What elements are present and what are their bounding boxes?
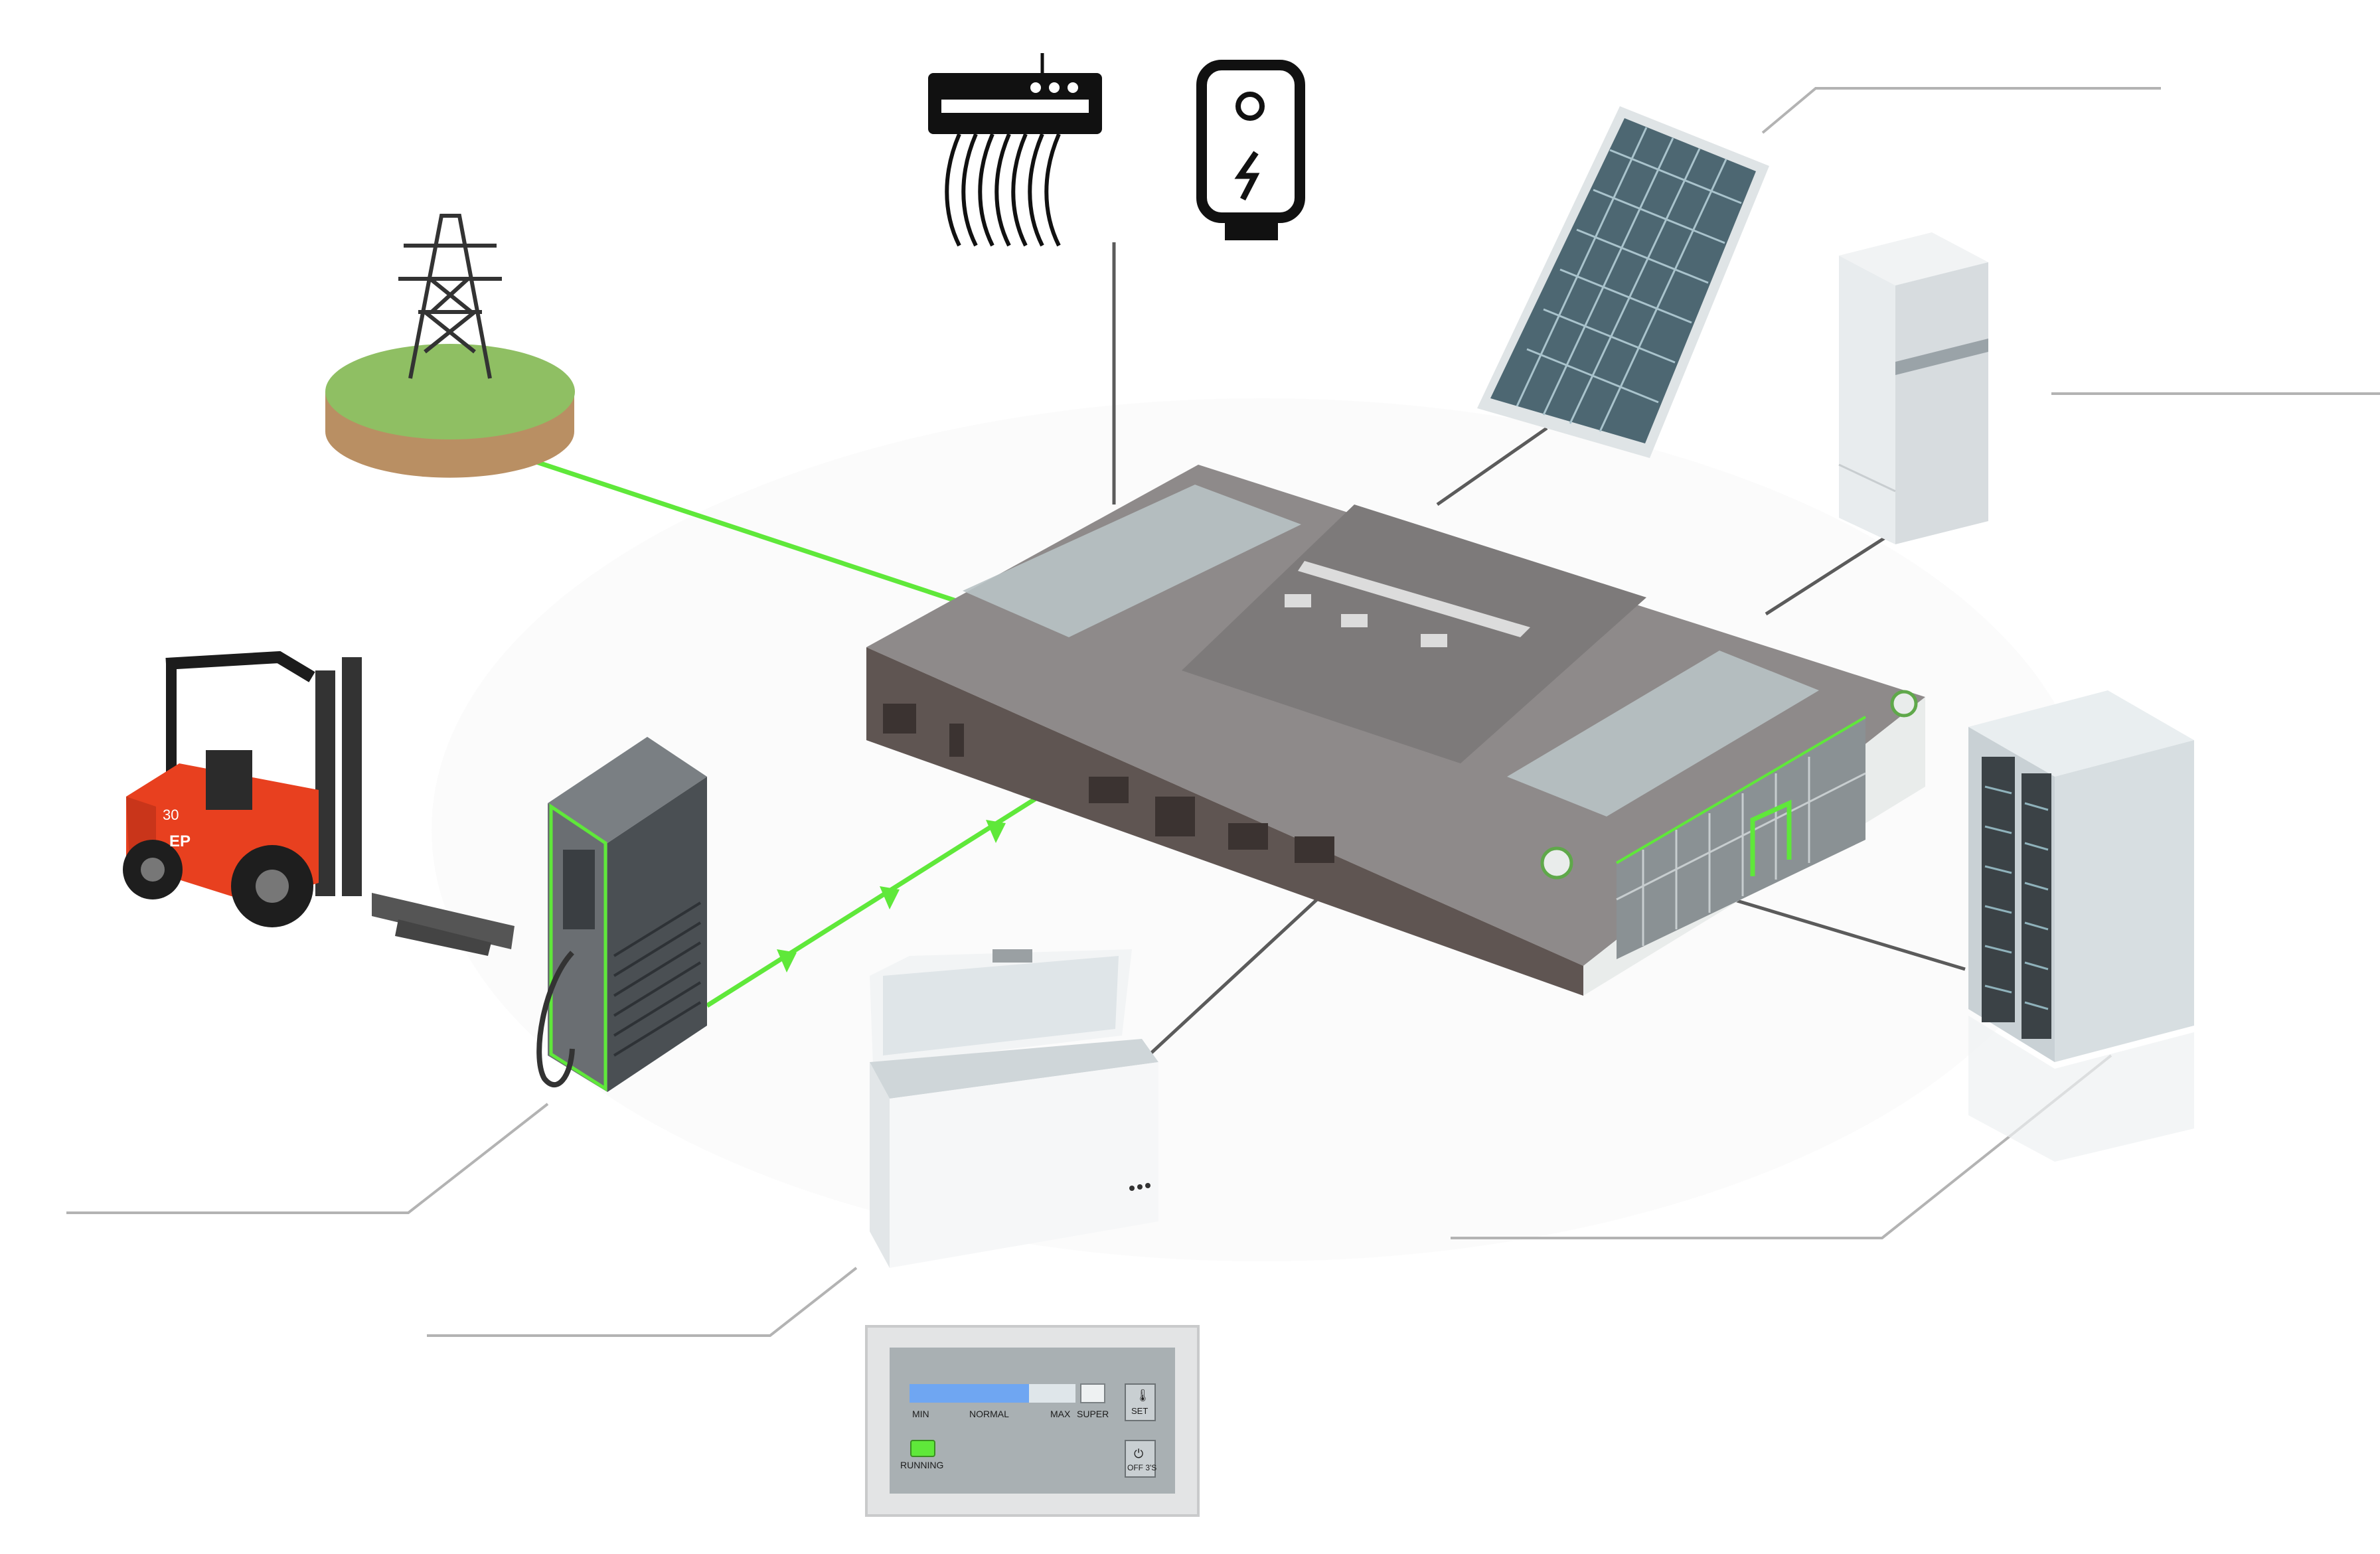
flow-arrow-3: [777, 949, 797, 972]
factory-building-icon: [866, 465, 1925, 996]
power-links: [523, 455, 1040, 1008]
forklift-brand: EP: [169, 832, 191, 850]
connector-battery: [1765, 529, 1897, 616]
flow-arrows: [777, 820, 1006, 972]
solar-panel-icon: [1477, 106, 1769, 458]
hvac-unit-icon: [928, 53, 1102, 247]
set-icon: 🌡: [1135, 1389, 1150, 1402]
forklift-side-number: 30: [163, 807, 179, 823]
ev-charger-icon: [536, 737, 707, 1092]
set-button-label: SET: [1131, 1406, 1148, 1416]
flow-arrow-2: [880, 886, 900, 909]
panel-normal-label: NORMAL: [969, 1409, 1009, 1419]
panel-super-label: SUPER: [1077, 1409, 1109, 1419]
power-button-label: OFF 3'S: [1127, 1463, 1156, 1472]
power-button[interactable]: [1125, 1440, 1156, 1478]
electric-water-heater-icon: [1196, 60, 1305, 240]
set-button[interactable]: [1125, 1383, 1156, 1421]
panel-max-label: MAX: [1050, 1409, 1071, 1419]
power-icon: ⏻: [1134, 1447, 1143, 1460]
leader-line-freezer: [427, 1267, 858, 1337]
grid-link: [523, 455, 957, 603]
connector-lines: [1112, 242, 1966, 1057]
charger-link: [706, 795, 1040, 1008]
chest-freezer-icon: [870, 949, 1158, 1268]
freezer-control-panel: MIN NORMAL MAX SUPER 🌡 SET RUNNING ⏻ OFF…: [865, 1325, 1200, 1517]
server-rack-icon: [1968, 690, 2194, 1162]
running-indicator: [910, 1440, 935, 1457]
panel-running-label: RUNNING: [900, 1460, 943, 1470]
leader-line-solar: [1761, 87, 2161, 134]
connector-freezer: [1147, 888, 1329, 1057]
electric-forklift-icon: 30 EP: [123, 651, 515, 956]
power-grid-tower-icon: [325, 214, 575, 478]
flow-arrow-1: [986, 820, 1006, 843]
connector-server: [1732, 897, 1966, 971]
battery-storage-cabinet-icon: [1838, 232, 1988, 544]
panel-min-label: MIN: [912, 1409, 929, 1419]
temperature-level-fill: [910, 1384, 1029, 1403]
leader-line-charger: [66, 1103, 549, 1214]
super-indicator: [1080, 1383, 1105, 1403]
connector-solar: [1436, 426, 1548, 506]
